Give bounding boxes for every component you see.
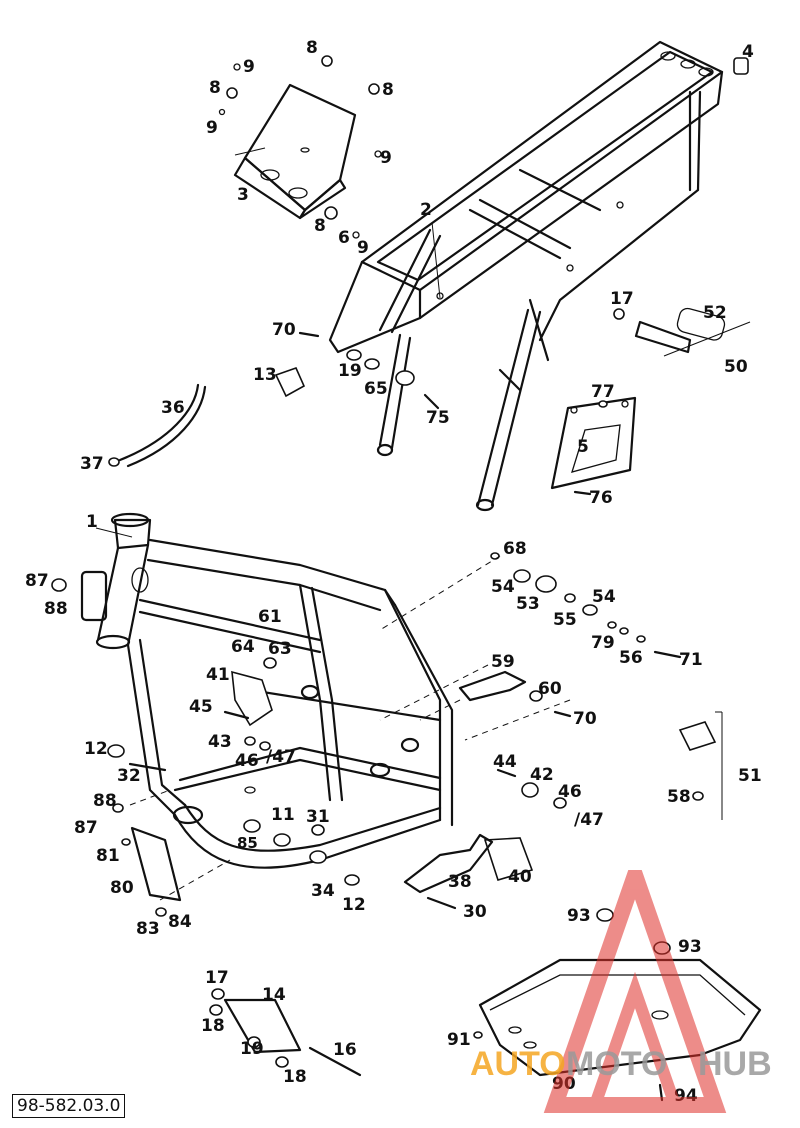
callout-13: 13 [253, 365, 277, 385]
callout-9: 9 [206, 118, 218, 138]
callout-75: 75 [426, 408, 450, 428]
callout-80: 80 [110, 878, 134, 898]
callout-52: 52 [703, 303, 727, 323]
callout-8: 8 [306, 38, 318, 58]
callout-47: /47 [266, 747, 296, 767]
callout-88: 88 [44, 599, 68, 619]
callout-58: 58 [667, 787, 691, 807]
main-frame [80, 512, 454, 869]
callout-41: 41 [206, 665, 230, 685]
watermark-word-moto: MOTO [566, 1045, 667, 1083]
callout-77: 77 [591, 382, 615, 402]
callout-56: 56 [619, 648, 643, 668]
callout-85: 85 [237, 834, 258, 852]
callout-68: 68 [503, 539, 527, 559]
document-number: 98-582.03.0 [12, 1094, 126, 1118]
automotohub-watermark: AUTO MOTO HUB [470, 870, 772, 1113]
callout-1: 1 [86, 512, 98, 532]
callout-84: 84 [168, 912, 192, 932]
callout-64: 64 [231, 637, 255, 657]
callout-71: 71 [679, 650, 703, 670]
callout-44: 44 [493, 752, 517, 772]
callout-70: 70 [573, 709, 597, 729]
callout-12: 12 [84, 739, 108, 759]
callout-9: 9 [357, 238, 369, 258]
callout-16: 16 [333, 1040, 357, 1060]
callout-36: 36 [161, 398, 185, 418]
callout-88: 88 [93, 791, 117, 811]
callout-63: 63 [268, 639, 292, 659]
callout-54: 54 [592, 587, 616, 607]
callout-76: 76 [589, 488, 613, 508]
callout-70: 70 [272, 320, 296, 340]
callout-46: 46 [235, 751, 259, 771]
callout-2: 2 [420, 200, 432, 220]
callout-87: 87 [74, 818, 98, 838]
callout-4: 4 [742, 42, 754, 62]
callout-55: 55 [553, 610, 577, 630]
callout-37: 37 [80, 454, 104, 474]
callout-19: 19 [240, 1039, 264, 1059]
callout-38: 38 [448, 872, 472, 892]
callout-8: 8 [382, 80, 394, 100]
callout-14: 14 [262, 985, 286, 1005]
callout-30: 30 [463, 902, 487, 922]
callout-8: 8 [209, 78, 221, 98]
callout-5: 5 [577, 437, 589, 457]
callout-34: 34 [311, 881, 335, 901]
callout-12: 12 [342, 895, 366, 915]
callout-40: 40 [508, 867, 532, 887]
callout-53: 53 [516, 594, 540, 614]
callout-61: 61 [258, 607, 282, 627]
callout-43: 43 [208, 732, 232, 752]
callout-51: 51 [738, 766, 762, 786]
callout-9: 9 [380, 148, 392, 168]
callout-3: 3 [237, 185, 249, 205]
rear-subframe [328, 40, 724, 512]
callout-87: 87 [25, 571, 49, 591]
callout-8: 8 [314, 216, 326, 236]
callout-46: 46 [558, 782, 582, 802]
callout-79: 79 [591, 633, 615, 653]
watermark-word-auto: AUTO [470, 1045, 566, 1083]
callout-45: 45 [189, 697, 213, 717]
callout-50: 50 [724, 357, 748, 377]
callout-11: 11 [271, 805, 295, 825]
small-parts [51, 55, 749, 1102]
number-plate-bracket [550, 396, 637, 490]
callout-17: 17 [205, 968, 229, 988]
watermark-word-hub: HUB [698, 1045, 772, 1083]
callout-81: 81 [96, 846, 120, 866]
callout-31: 31 [306, 807, 330, 827]
leader-lines [95, 147, 751, 901]
callout-65: 65 [364, 379, 388, 399]
callout-18: 18 [201, 1016, 225, 1036]
callout-32: 32 [117, 766, 141, 786]
callout-6: 6 [338, 228, 350, 248]
callout-93: 93 [567, 906, 591, 926]
callout-42: 42 [530, 765, 554, 785]
callout-19: 19 [338, 361, 362, 381]
callout-47: /47 [574, 810, 604, 830]
skid-plate-small [233, 83, 357, 220]
watermark-triangle-logo [543, 870, 727, 1113]
callout-17: 17 [610, 289, 634, 309]
callout-91: 91 [447, 1030, 471, 1050]
callout-60: 60 [538, 679, 562, 699]
callout-54: 54 [491, 577, 515, 597]
callout-59: 59 [491, 652, 515, 672]
callout-83: 83 [136, 919, 160, 939]
callout-93: 93 [678, 937, 702, 957]
callout-9: 9 [243, 57, 255, 77]
callout-18: 18 [283, 1067, 307, 1087]
